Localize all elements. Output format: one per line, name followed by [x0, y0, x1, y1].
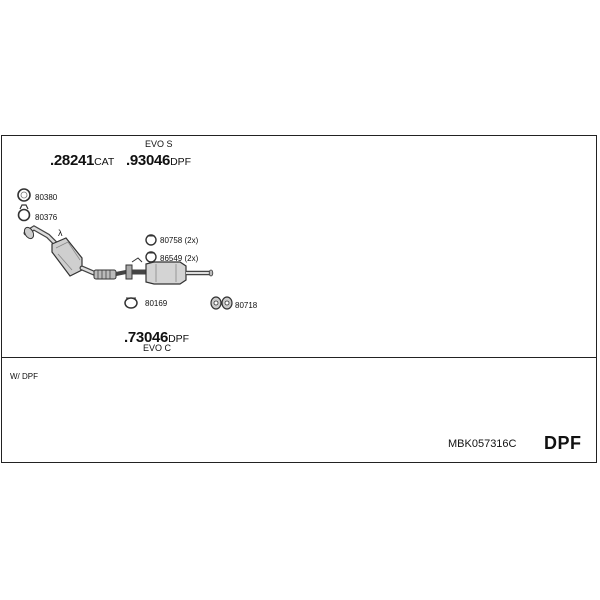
dpf-s-variant-label: EVO S [145, 139, 173, 149]
flex-pipe-icon[interactable] [93, 269, 127, 280]
lambda-sensor-symbol: λ [58, 228, 63, 238]
kit-type-label: DPF [544, 433, 582, 453]
dpf-s-part-number: .93046 [126, 152, 171, 169]
dpf-c-part-suffix: DPF [168, 333, 190, 345]
dpf-filter-icon[interactable] [132, 261, 214, 285]
cat-part-suffix: CAT [94, 156, 115, 168]
dpf-c-variant-label: EVO C [143, 343, 172, 353]
diagram-frame [1, 135, 597, 463]
dpf-c-part-number: .73046 [124, 329, 169, 346]
cat-part-number: .28241 [50, 152, 95, 169]
clamp-80376-label[interactable]: 80376 [35, 213, 58, 222]
with-dpf-note: W/ DPF [10, 372, 38, 381]
clamp-80758-label[interactable]: 80758 (2x) [160, 236, 199, 245]
mount-80718-label[interactable]: 80718 [235, 301, 258, 310]
cat-part-label[interactable]: .28241CAT [50, 153, 114, 169]
clamp-80376-icon[interactable] [17, 204, 31, 222]
hanger-bracket-icon[interactable] [125, 257, 143, 280]
clamp-80169-icon[interactable] [124, 297, 138, 309]
rubber-mount-80718-icon[interactable] [210, 296, 233, 310]
clamp-86549-icon[interactable] [145, 251, 157, 263]
kit-code: MBK057316C [448, 438, 517, 450]
frame-divider [1, 357, 597, 358]
clamp-80169-label[interactable]: 80169 [145, 299, 168, 308]
gasket-80380-icon[interactable] [17, 188, 31, 202]
clamp-86549-label[interactable]: 86549 (2x) [160, 254, 199, 263]
gasket-80380-label[interactable]: 80380 [35, 193, 58, 202]
dpf-s-part-suffix: DPF [170, 156, 192, 168]
dpf-s-part-label[interactable]: .93046DPF [126, 153, 191, 169]
dpf-c-part-label[interactable]: .73046DPF [124, 330, 189, 346]
clamp-80758-icon[interactable] [145, 234, 157, 246]
catalytic-converter-icon[interactable] [23, 225, 99, 277]
